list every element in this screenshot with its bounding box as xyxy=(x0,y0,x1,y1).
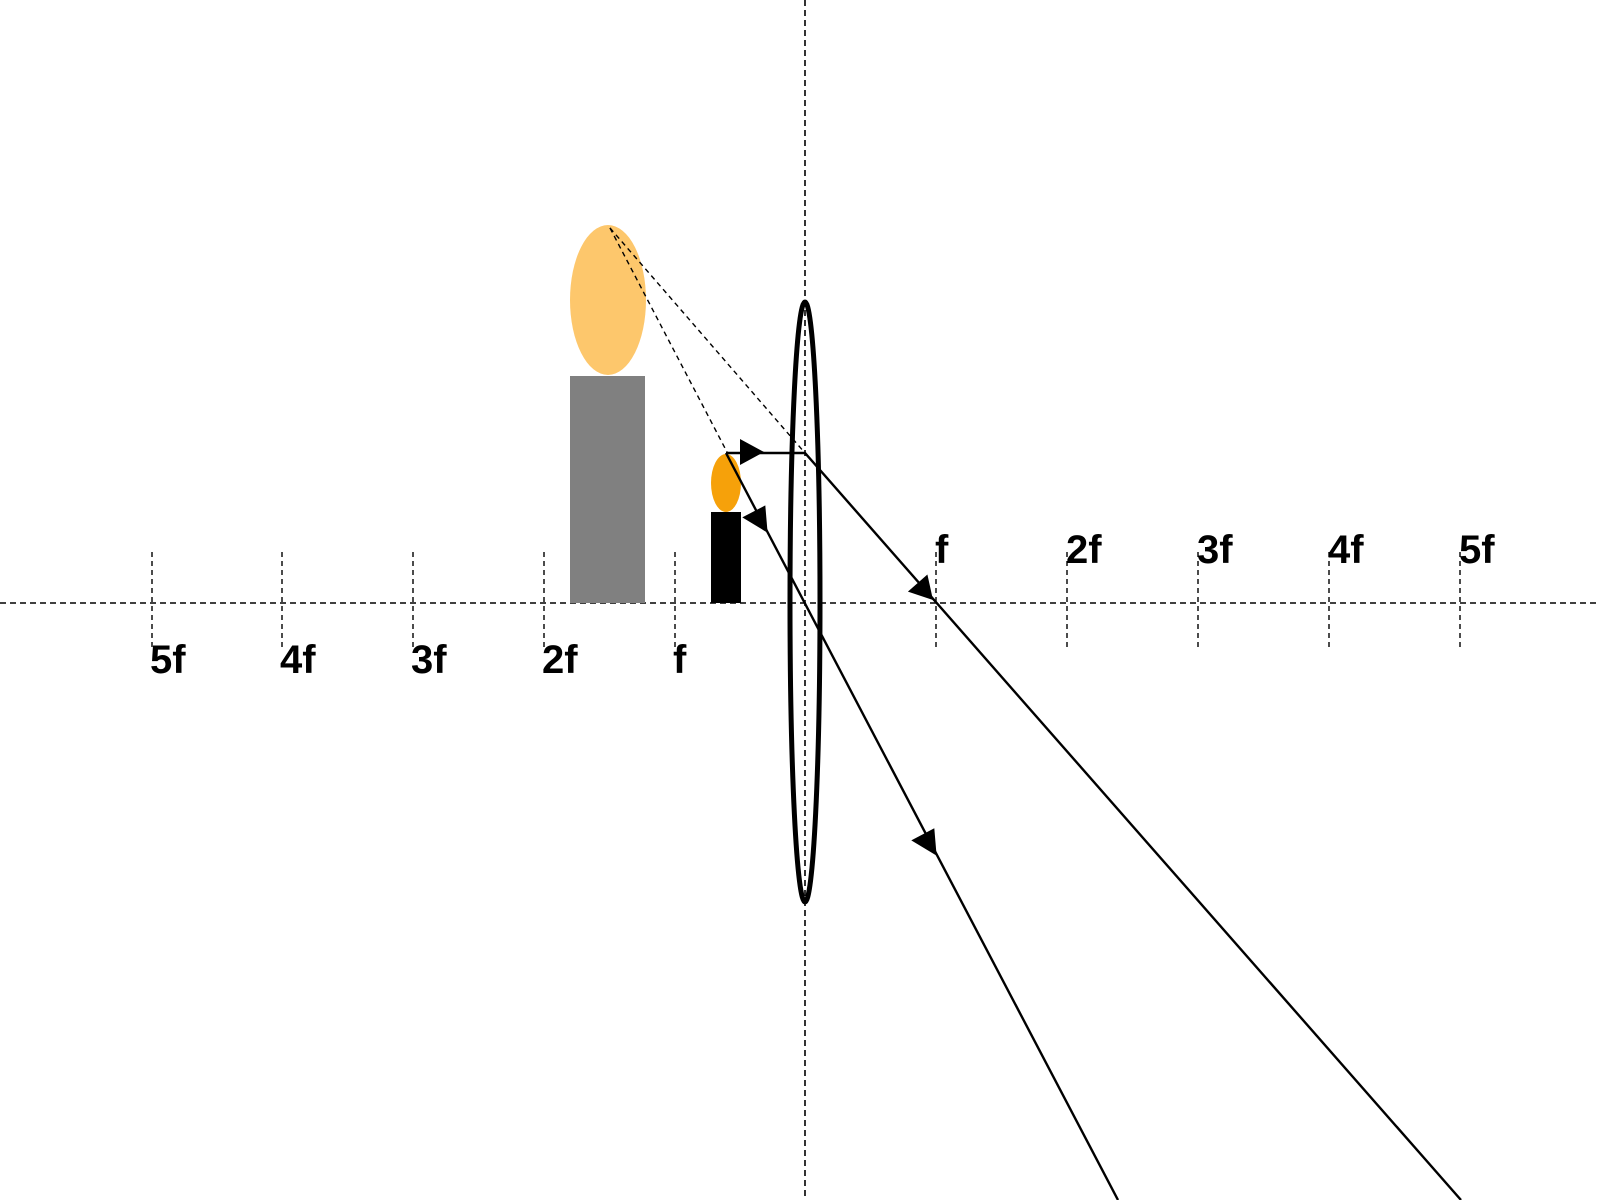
virtual-ray-parallel xyxy=(609,227,806,454)
image-candle-flame xyxy=(570,225,646,375)
arrow-central-lower xyxy=(911,828,937,856)
ray-arrowheads xyxy=(740,439,937,856)
arrow-parallel-incoming xyxy=(740,439,764,465)
label-left-3f: 3f xyxy=(411,638,447,682)
label-left-f: f xyxy=(673,638,687,682)
virtual-rays xyxy=(609,227,806,454)
image-candle-body xyxy=(570,376,645,603)
label-right-5f: 5f xyxy=(1459,528,1495,572)
converging-lens xyxy=(787,299,823,905)
arrow-parallel-refracted xyxy=(907,574,933,600)
label-left-2f: 2f xyxy=(542,638,578,682)
label-right-4f: 4f xyxy=(1328,528,1364,572)
ray-central xyxy=(724,452,1120,1200)
label-left-4f: 4f xyxy=(280,638,316,682)
focal-labels: 5f 4f 3f 2f f f 2f 3f 4f 5f xyxy=(150,528,1495,682)
label-right-3f: 3f xyxy=(1197,528,1233,572)
object-candle-body xyxy=(711,512,741,603)
object-candle xyxy=(711,454,741,603)
label-right-2f: 2f xyxy=(1066,528,1102,572)
label-left-5f: 5f xyxy=(150,638,186,682)
virtual-image-candle xyxy=(570,225,646,603)
focal-ticks xyxy=(151,552,1461,650)
virtual-ray-central xyxy=(609,227,728,453)
arrow-central-upper xyxy=(742,505,768,533)
object-candle-flame xyxy=(711,454,741,512)
label-right-f: f xyxy=(935,528,949,572)
